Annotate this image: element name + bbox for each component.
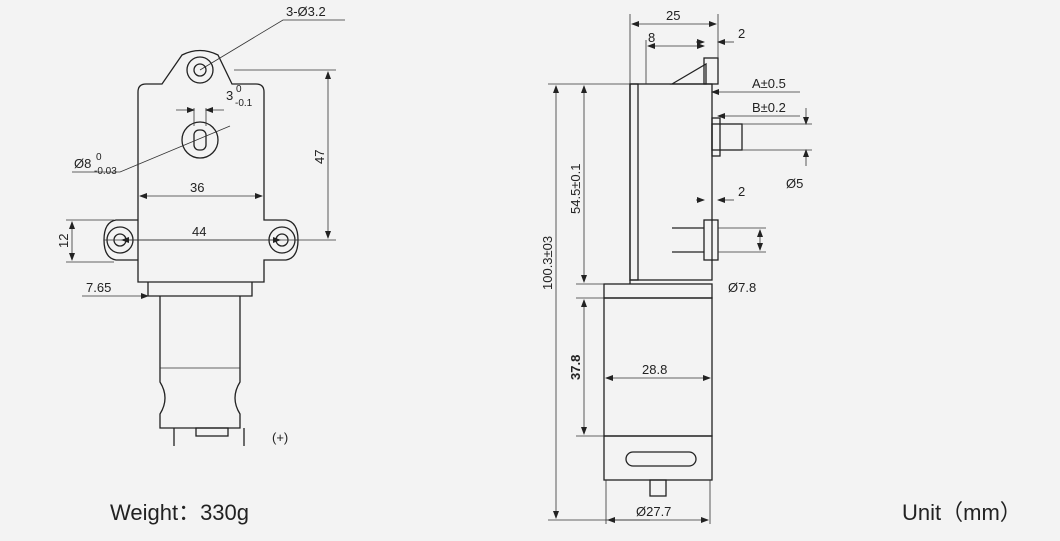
output-shaft-flat bbox=[193, 129, 207, 151]
gap-top-text: 2 bbox=[738, 26, 745, 41]
front-view: 3-Ø3.2 3 0 -0.1 Ø8 0 -0.03 36 44 47 12 7… bbox=[56, 4, 345, 446]
shaft-tol-lower: -0.03 bbox=[94, 166, 117, 177]
flat-dim: 3 bbox=[226, 88, 233, 103]
flat-tol-lower: -0.1 bbox=[235, 98, 253, 109]
hole-callout-leader bbox=[199, 19, 345, 71]
shaft-dia-text: Ø5 bbox=[786, 176, 803, 191]
motor-terminal-block bbox=[195, 427, 229, 437]
unit-label: Unit（mm） bbox=[902, 500, 1022, 525]
side-view: 25 8 2 A±0.5 B±0.2 Ø5 2 Ø7.8 5 bbox=[540, 8, 812, 524]
weight-label: Weight：330g bbox=[110, 500, 249, 525]
motor-vent-slot bbox=[625, 451, 697, 467]
shaft-tol-upper: 0 bbox=[96, 152, 102, 163]
motor-body-outline bbox=[147, 282, 253, 429]
tol-b-text: B±0.2 bbox=[752, 100, 786, 115]
offset-h-text: 7.65 bbox=[86, 280, 111, 295]
shaft-leader bbox=[72, 125, 231, 173]
boss-text: 8 bbox=[648, 30, 655, 45]
motor-w-text: 28.8 bbox=[642, 362, 667, 377]
polarity-label: (+) bbox=[272, 430, 288, 445]
width-outer-text: 44 bbox=[192, 224, 206, 239]
top-bracket bbox=[669, 62, 707, 85]
motor-body-side bbox=[603, 283, 713, 299]
motor-dia-text: Ø27.7 bbox=[636, 504, 671, 519]
shaft-dim: Ø8 bbox=[74, 156, 91, 171]
gearbox-body bbox=[629, 83, 713, 281]
gap-mid-text: 2 bbox=[738, 184, 745, 199]
hole-callout-text: 3-Ø3.2 bbox=[286, 4, 326, 19]
total-h-text: 100.3±03 bbox=[540, 236, 555, 290]
height-text: 47 bbox=[312, 150, 327, 164]
mount-pin-block bbox=[703, 219, 719, 261]
top-clip bbox=[703, 57, 719, 85]
motor-shaft-bottom bbox=[649, 479, 667, 497]
gearbox-h-text: 54.5±0.1 bbox=[568, 163, 583, 214]
output-shaft-collar bbox=[711, 117, 721, 157]
output-shaft-outer bbox=[181, 121, 219, 159]
top-width-text: 25 bbox=[666, 8, 680, 23]
flat-tol-upper: 0 bbox=[236, 84, 242, 95]
output-shaft-side bbox=[711, 123, 743, 151]
width-inner-text: 36 bbox=[190, 180, 204, 195]
pin-dia-text: Ø7.8 bbox=[728, 280, 756, 295]
mount-hole-top-outer bbox=[186, 56, 214, 84]
offset-v-text: 12 bbox=[56, 234, 71, 248]
mount-hole-top-inner bbox=[193, 63, 207, 77]
gearbox-inner-wall bbox=[629, 83, 639, 281]
tol-a-text: A±0.5 bbox=[752, 76, 786, 91]
motor-h-text: 37.8 bbox=[568, 355, 583, 380]
